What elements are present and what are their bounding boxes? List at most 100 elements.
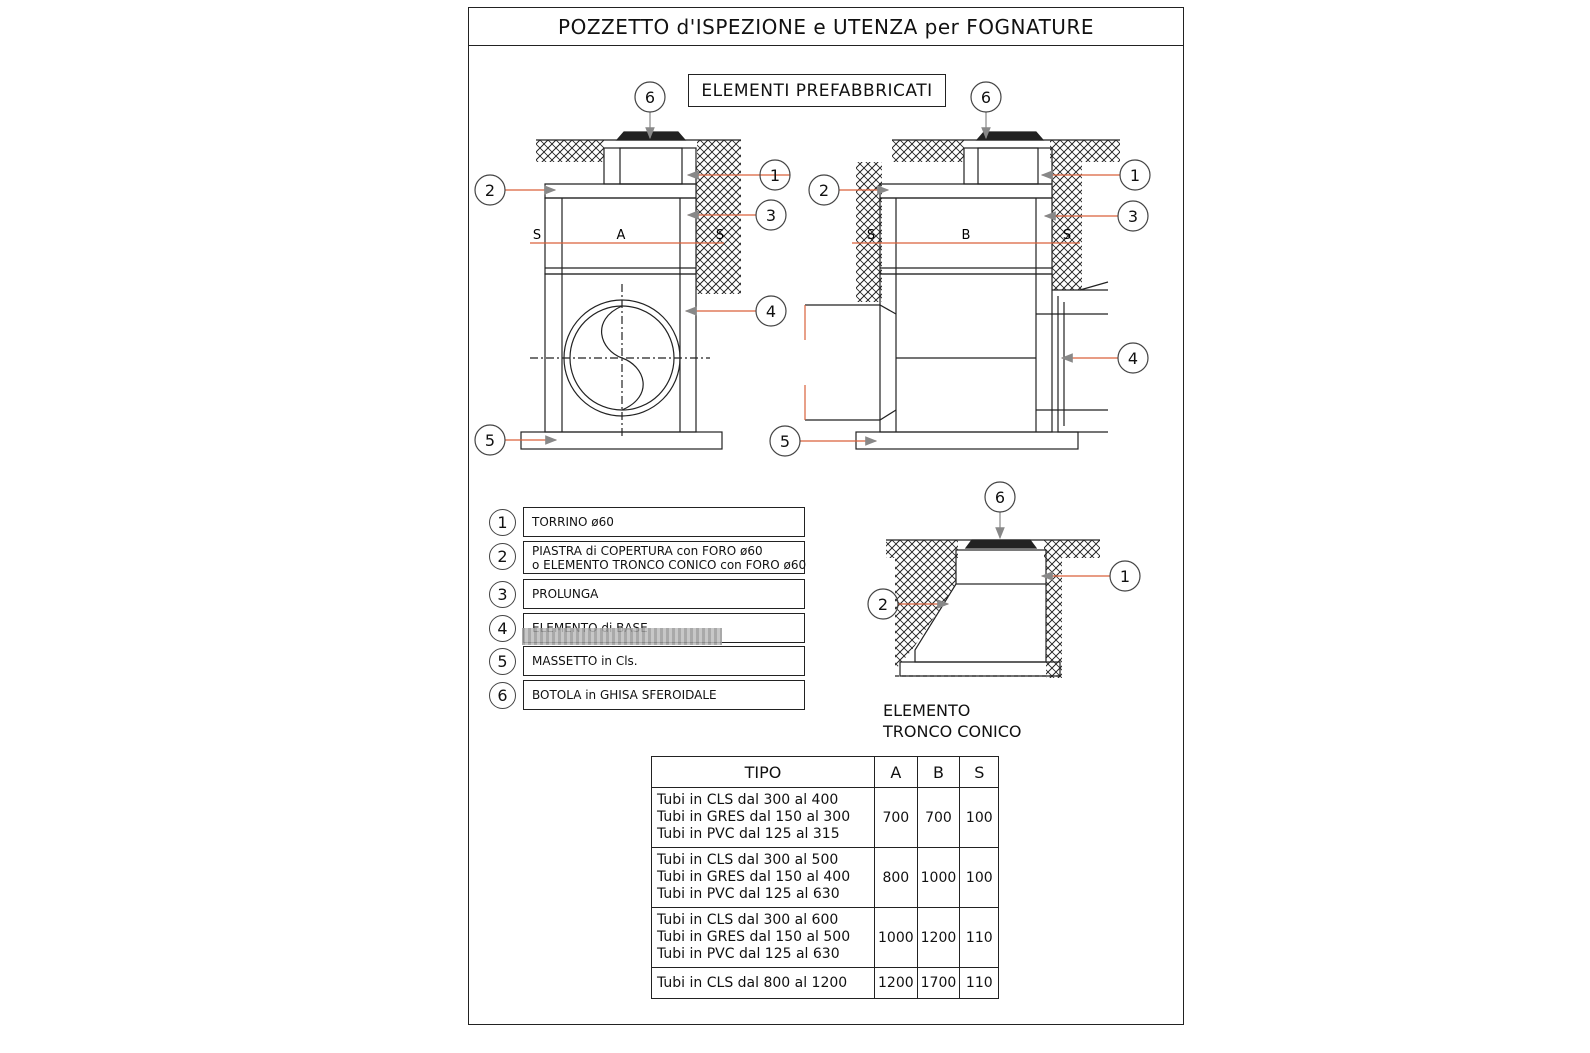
legend-text: MASSETTO in Cls. [523,646,805,676]
section-a-drawing [520,131,741,450]
dim-label-s-right: S [716,228,724,243]
legend-line: MASSETTO in Cls. [532,654,638,668]
tube-line: Tubi in GRES dal 150 al 500 [657,929,851,945]
legend-row-3: 3 PROLUNGA [488,579,808,610]
marker-6-b-label: 6 [981,88,991,107]
legend-line: PROLUNGA [532,587,599,601]
legend-number: 5 [489,648,516,675]
value-b: 1200 [916,907,961,968]
sheet-title: POZZETTO d'ISPEZIONE e UTENZA per FOGNAT… [469,8,1183,46]
legend-number: 4 [489,615,516,642]
header-s: S [959,756,1000,788]
header-a: A [874,756,918,788]
ground-hatch-left [536,140,604,162]
legend-line: o ELEMENTO TRONCO CONICO con FORO ø60 [532,557,807,572]
value-a: 800 [874,847,918,908]
value-s: 110 [959,907,1000,968]
legend-number: 2 [489,543,516,570]
soil-hatch-side [696,162,741,294]
dim-label-a: A [617,228,626,243]
tubes-cell: Tubi in CLS dal 300 al 600 Tubi in GRES … [651,907,875,968]
value-b: 1000 [916,847,961,908]
tube-line: Tubi in PVC dal 125 al 630 [657,946,840,962]
tube-line: Tubi in CLS dal 800 al 1200 [657,974,848,991]
marker-4-a-label: 4 [766,302,776,321]
tube-line: Tubi in PVC dal 125 al 630 [657,886,840,902]
section-b-drawing [804,131,1120,450]
marker-2-a-label: 2 [485,181,495,200]
dim-label-b: B [962,228,971,243]
torrino-shaft-b [963,147,1053,185]
marker-5-b-label: 5 [780,432,790,451]
marker-1-b [1119,159,1151,191]
legend-line: BOTOLA in GHISA SFEROIDALE [532,688,717,702]
table-row: Tubi in CLS dal 800 al 1200 1200 1700 11… [651,967,1000,999]
header-b: B [916,756,961,788]
legend-text: PROLUNGA [523,579,805,609]
marker-2-c [867,588,899,620]
tube-line: Tubi in CLS dal 300 al 400 [657,792,839,808]
tube-line: Tubi in PVC dal 125 al 315 [657,826,840,842]
base-element-b [879,273,1053,433]
legend-text: TORRINO ø60 [523,507,805,537]
legend-number: 1 [489,509,516,536]
value-b: 700 [916,787,961,848]
marker-2-b [808,174,840,206]
torrino-inner [619,147,683,185]
legend-row-2: 2 PIASTRA di COPERTURA con FORO ø60 o EL… [488,541,808,574]
tubes-cell: Tubi in CLS dal 800 al 1200 [651,967,875,999]
marker-5-a [474,424,506,456]
callout-markers [505,112,1120,609]
marker-1-c-label: 1 [1120,567,1130,586]
dim-label-s-right-b: S [1063,228,1071,243]
marker-1-c [1109,560,1141,592]
legend-row-1: 1 TORRINO ø60 [488,507,808,538]
tube-line: Tubi in GRES dal 150 al 300 [657,809,851,825]
marker-4-b [1117,342,1149,374]
legend-line: TORRINO ø60 [532,515,614,529]
marker-2-b-label: 2 [819,181,829,200]
marker-5-a-label: 5 [485,431,495,450]
marker-4-a [755,295,787,327]
type-table: TIPO A B S Tubi in CLS dal 300 al 400 Tu… [651,756,1000,999]
cone-caption-line: TRONCO CONICO [883,722,1022,741]
soil-hatch-right [1052,162,1082,290]
value-s: 100 [959,847,1000,908]
manhole-cover-b [975,131,1045,141]
table-header-row: TIPO A B S [651,756,1000,788]
legend-number: 6 [489,682,516,709]
ground-hatch-right [697,140,741,162]
cone-element-drawing [886,539,1100,678]
marker-6-c [984,481,1016,513]
marker-6-c-label: 6 [995,488,1005,507]
manhole-cover [615,131,687,141]
drawing-sheet: POZZETTO d'ISPEZIONE e UTENZA per FOGNAT… [468,7,1184,1025]
table-row: Tubi in CLS dal 300 al 600 Tubi in GRES … [651,907,1000,968]
marker-6-b [970,81,1002,113]
tube-line: Tubi in CLS dal 300 al 600 [657,912,839,928]
tubes-cell: Tubi in CLS dal 300 al 400 Tubi in GRES … [651,787,875,848]
marker-2-c-label: 2 [878,595,888,614]
value-a: 1200 [874,967,918,999]
value-a: 700 [874,787,918,848]
redaction-mark [522,628,722,645]
value-s: 100 [959,787,1000,848]
legend-line: PIASTRA di COPERTURA con FORO ø60 [532,543,763,558]
table-row: Tubi in CLS dal 300 al 400 Tubi in GRES … [651,787,1000,848]
header-tipo: TIPO [651,756,875,788]
marker-1-b-label: 1 [1130,166,1140,185]
outlet-pipe [1036,313,1108,411]
massetto-right [855,431,1079,450]
cone-caption-line: ELEMENTO [883,701,971,720]
dim-label-s-left-b: S [867,228,875,243]
legend-number: 3 [489,581,516,608]
marker-3-b-label: 3 [1128,207,1138,226]
marker-6-a-label: 6 [645,88,655,107]
cover-slab [544,183,697,199]
value-a: 1000 [874,907,918,968]
table-row: Tubi in CLS dal 300 al 500 Tubi in GRES … [651,847,1000,908]
value-s: 110 [959,967,1000,999]
marker-3-b [1117,200,1149,232]
marker-5-b [769,425,801,457]
